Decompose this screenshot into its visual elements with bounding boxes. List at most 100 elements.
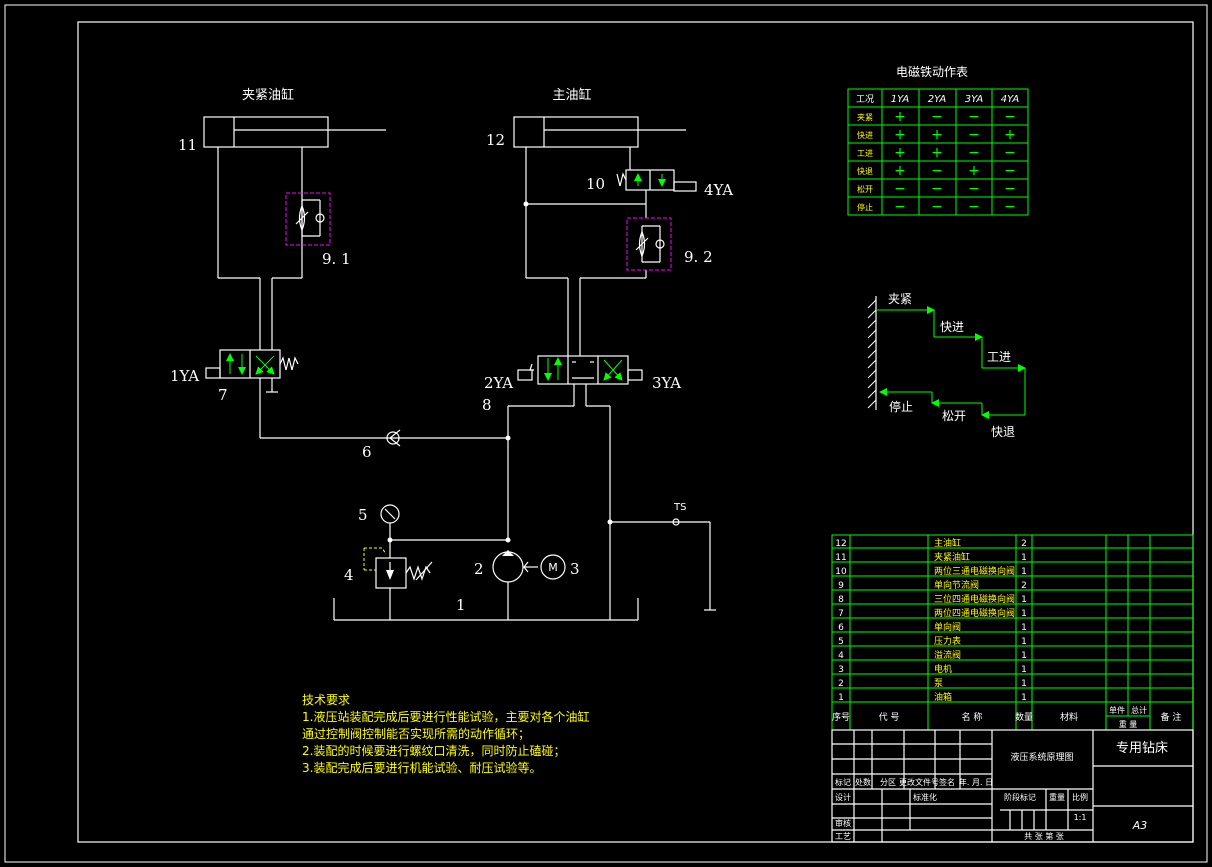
inner-frame bbox=[77, 21, 1194, 843]
table-row: 停止 − − − − bbox=[857, 199, 1016, 215]
svg-text:−: − bbox=[894, 181, 906, 197]
valve-7 bbox=[205, 278, 299, 438]
pump-2 bbox=[492, 550, 538, 620]
tb-doc: 更改文件号 bbox=[899, 777, 939, 787]
svg-text:−: − bbox=[968, 145, 980, 161]
table-header: 工况 bbox=[856, 94, 874, 105]
svg-text:−: − bbox=[1004, 181, 1016, 197]
part-no: 10 bbox=[835, 567, 847, 577]
tb-zone: 分区 bbox=[880, 778, 896, 787]
cycle-step: 工进 bbox=[987, 350, 1011, 364]
table-row: 工进 + + − − bbox=[857, 145, 1016, 161]
cycle-step: 松开 bbox=[942, 409, 966, 423]
label-6: 6 bbox=[362, 443, 372, 461]
solenoid-table-title: 电磁铁动作表 bbox=[896, 64, 968, 79]
label-1: 1 bbox=[456, 596, 466, 614]
svg-text:夹紧: 夹紧 bbox=[857, 112, 873, 122]
tb-scale-label: 比例 bbox=[1072, 792, 1088, 802]
tb-standard: 标准化 bbox=[913, 792, 937, 802]
part-qty: 1 bbox=[1021, 665, 1027, 675]
label-11: 11 bbox=[178, 136, 197, 154]
part-no: 5 bbox=[838, 637, 844, 647]
parts-header: 单件 bbox=[1109, 705, 1125, 715]
table-row: 松开 − − − − bbox=[857, 181, 1016, 197]
parts-header: 总计 bbox=[1131, 705, 1147, 715]
notes-line: 1.液压站装配完成后要进行性能试验，主要对各个油缸 bbox=[302, 709, 589, 724]
part-qty: 1 bbox=[1021, 623, 1027, 633]
svg-text:−: − bbox=[1004, 163, 1016, 179]
cycle-step: 夹紧 bbox=[888, 292, 912, 306]
part-name: 夹紧油缸 bbox=[934, 551, 970, 563]
tb-count: 处数 bbox=[855, 777, 871, 787]
main-cylinder bbox=[513, 116, 686, 356]
cycle-step: 停止 bbox=[889, 399, 913, 414]
label-9-2: 9. 2 bbox=[684, 248, 713, 266]
part-name: 三位四通电磁换向阀 bbox=[934, 593, 1015, 605]
svg-text:−: − bbox=[1004, 199, 1016, 215]
tb-sheets: 共 张 第 张 bbox=[1024, 831, 1064, 841]
throttle-check-valve-9-1 bbox=[285, 192, 331, 246]
label-12: 12 bbox=[486, 131, 505, 149]
label-5: 5 bbox=[358, 506, 368, 524]
outer-frame bbox=[4, 4, 1208, 863]
part-qty: 2 bbox=[1021, 581, 1027, 591]
label-2ya: 2YA bbox=[484, 374, 513, 392]
svg-text:松开: 松开 bbox=[857, 184, 873, 194]
svg-text:+: + bbox=[931, 127, 943, 143]
table-row: 夹紧 + − − − bbox=[857, 109, 1016, 125]
svg-text:+: + bbox=[931, 145, 943, 161]
label-3: 3 bbox=[570, 560, 580, 578]
part-qty: 1 bbox=[1021, 609, 1027, 619]
svg-text:−: − bbox=[931, 109, 943, 125]
cycle-step: 快退 bbox=[991, 425, 1015, 439]
hydraulic-circuit: 夹紧油缸 主油缸 11 9. 1 bbox=[170, 87, 733, 621]
part-qty: 1 bbox=[1021, 637, 1027, 647]
label-2: 2 bbox=[474, 560, 484, 578]
tb-mark: 标记 bbox=[835, 777, 851, 787]
product-name: 专用钻床 bbox=[1116, 741, 1168, 756]
part-name: 主油缸 bbox=[934, 537, 961, 549]
part-qty: 1 bbox=[1021, 553, 1027, 563]
table-header: 1YA bbox=[891, 94, 910, 105]
part-name: 压力表 bbox=[934, 635, 961, 647]
svg-text:+: + bbox=[894, 127, 906, 143]
parts-header: 代 号 bbox=[879, 712, 900, 723]
part-no: 8 bbox=[838, 595, 844, 605]
svg-text:−: − bbox=[1004, 109, 1016, 125]
parts-header: 序号 bbox=[832, 711, 850, 723]
part-qty: 1 bbox=[1021, 693, 1027, 703]
part-no: 4 bbox=[838, 651, 844, 661]
svg-text:+: + bbox=[894, 109, 906, 125]
svg-text:+: + bbox=[894, 163, 906, 179]
parts-list: 12 主油缸 2 11 夹紧油缸 1 10 两位三通电磁换向阀 1 9 单向节流… bbox=[831, 534, 1194, 731]
svg-text:−: − bbox=[894, 199, 906, 215]
check-valve-6 bbox=[386, 429, 401, 447]
part-no: 12 bbox=[835, 539, 846, 549]
part-no: 9 bbox=[838, 581, 844, 591]
parts-header: 备 注 bbox=[1161, 711, 1182, 723]
notes-title: 技术要求 bbox=[302, 693, 350, 707]
notes-line: 2.装配的时候要进行螺纹口清洗，同时防止磕碰； bbox=[302, 743, 565, 758]
pressure-gauge-5 bbox=[380, 504, 511, 543]
label-4: 4 bbox=[344, 566, 354, 584]
label-3ya: 3YA bbox=[652, 374, 681, 392]
parts-header: 材料 bbox=[1060, 711, 1078, 723]
motor-3: M bbox=[540, 554, 566, 580]
valve-8 bbox=[505, 355, 643, 620]
svg-text:+: + bbox=[968, 163, 980, 179]
tb-sign: 签名 bbox=[939, 777, 955, 787]
svg-text:−: − bbox=[968, 109, 980, 125]
table-header: 2YA bbox=[928, 94, 947, 105]
part-name: 泵 bbox=[934, 678, 943, 689]
tb-review: 审核 bbox=[835, 818, 851, 828]
svg-text:−: − bbox=[968, 181, 980, 197]
tb-process: 工艺 bbox=[835, 832, 851, 841]
work-cycle-diagram: 夹紧 快进 工进 快退 松开 停止 bbox=[867, 292, 1026, 439]
table-row: 快进 + + − + bbox=[857, 127, 1016, 143]
svg-text:停止: 停止 bbox=[857, 202, 873, 212]
label-ts: TS bbox=[673, 502, 686, 513]
part-name: 两位三通电磁换向阀 bbox=[934, 565, 1015, 577]
svg-text:快退: 快退 bbox=[857, 166, 873, 176]
label-1ya: 1YA bbox=[170, 367, 199, 385]
technical-requirements: 技术要求 1.液压站装配完成后要进行性能试验，主要对各个油缸 通过控制阀控制能否… bbox=[302, 693, 589, 775]
